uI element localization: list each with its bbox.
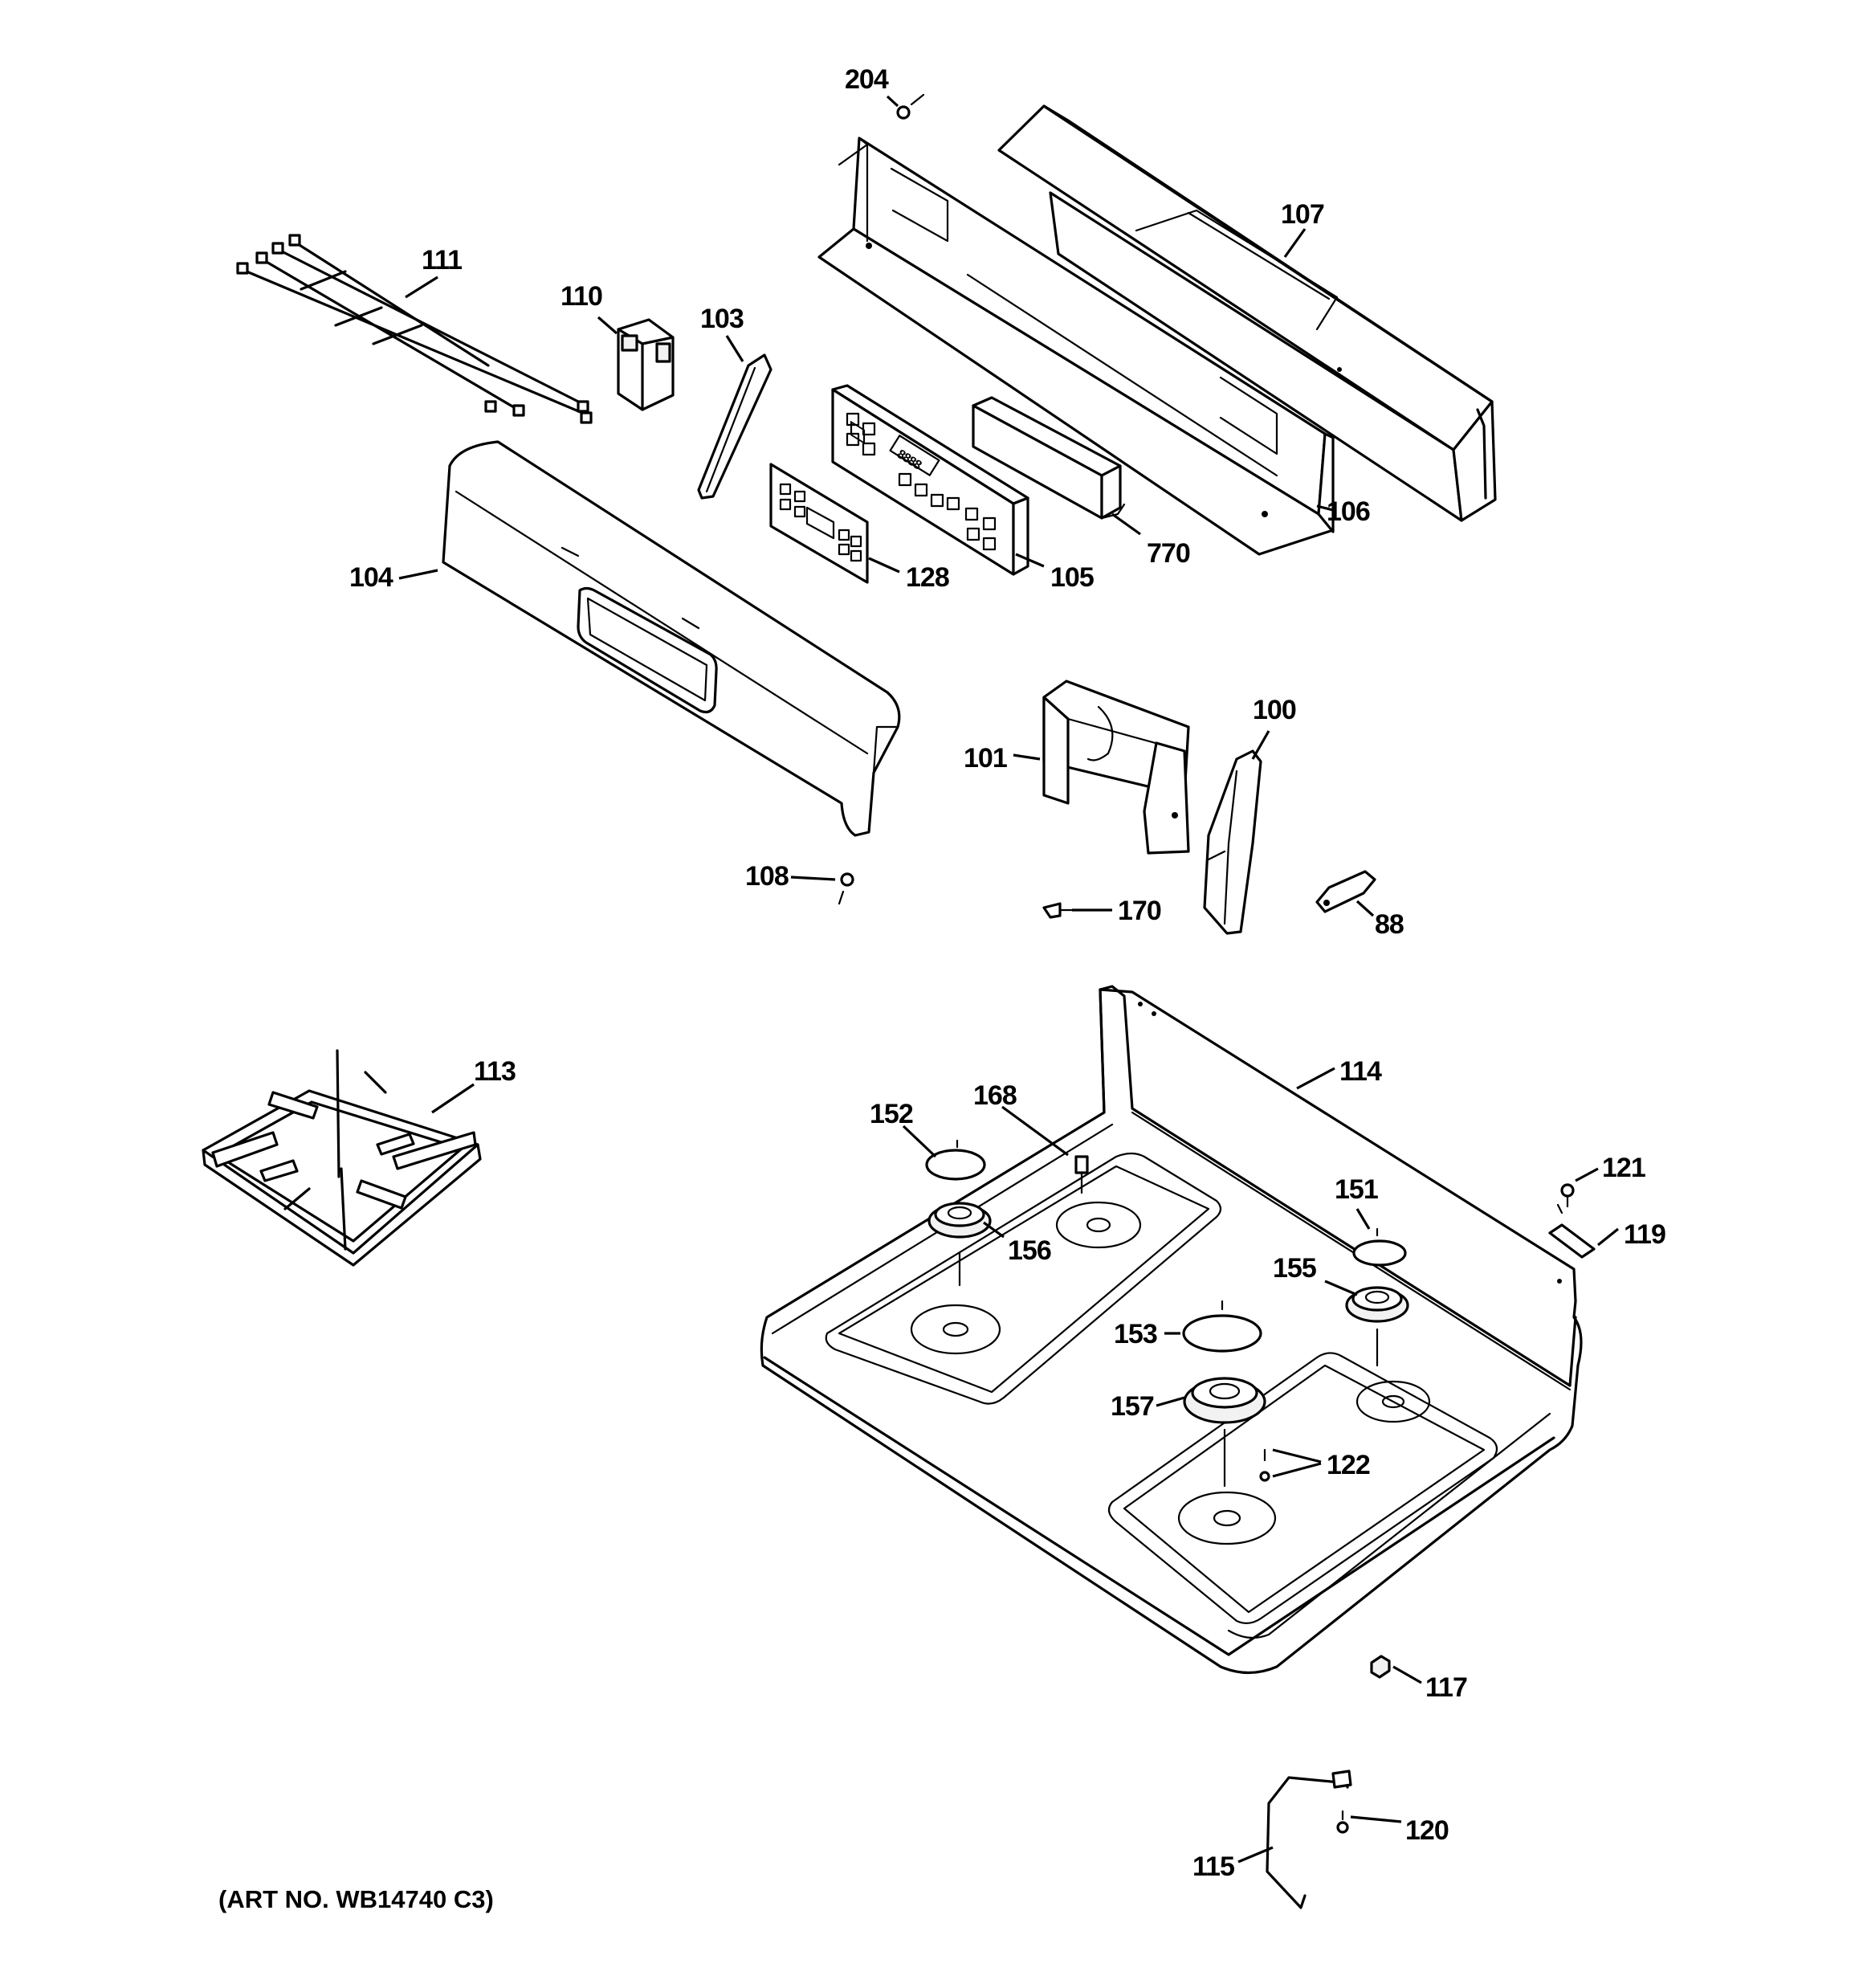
- part-107-rear-cover[interactable]: [997, 104, 1497, 522]
- part-101-manifold-cover[interactable]: [1042, 680, 1190, 855]
- label-88: 88: [1375, 909, 1404, 940]
- assembly-guides: [956, 1139, 1563, 1488]
- part-157-burner-head[interactable]: [1183, 1377, 1266, 1424]
- part-120-nut[interactable]: [1336, 1810, 1349, 1834]
- part-119-bracket[interactable]: [1548, 1223, 1596, 1259]
- part-104-control-panel[interactable]: [442, 440, 901, 837]
- label-103: 103: [700, 304, 744, 334]
- part-117-nut[interactable]: [1370, 1655, 1391, 1679]
- part-122-screws[interactable]: [1259, 1448, 1270, 1482]
- label-106: 106: [1327, 496, 1370, 527]
- part-151-burner-cap[interactable]: [1352, 1239, 1407, 1267]
- part-121-screw[interactable]: [1560, 1183, 1575, 1208]
- label-151: 151: [1335, 1174, 1378, 1205]
- label-121: 121: [1602, 1153, 1645, 1183]
- part-labels: 204 107 111 110 103 106 770 104 128 105 …: [349, 64, 1666, 1882]
- burner-hole-left-front: [910, 1304, 1001, 1355]
- part-770-bracket[interactable]: [972, 396, 1126, 520]
- label-104: 104: [349, 562, 393, 593]
- part-156-burner-head[interactable]: [927, 1202, 992, 1239]
- label-120: 120: [1405, 1815, 1449, 1846]
- label-152: 152: [870, 1099, 913, 1129]
- part-115-rod[interactable]: [1266, 1770, 1352, 1909]
- label-108: 108: [745, 861, 789, 892]
- part-168-orifice[interactable]: [1074, 1155, 1089, 1194]
- label-156: 156: [1008, 1235, 1051, 1266]
- part-88-bracket[interactable]: [1315, 870, 1376, 913]
- label-117: 117: [1425, 1672, 1467, 1703]
- label-128: 128: [906, 562, 949, 593]
- part-152-burner-cap[interactable]: [925, 1149, 986, 1181]
- part-113-burner-grate[interactable]: [202, 1049, 482, 1267]
- label-114: 114: [1339, 1056, 1382, 1087]
- label-110: 110: [561, 281, 602, 312]
- label-105: 105: [1050, 562, 1094, 593]
- screw-108[interactable]: [838, 872, 854, 905]
- screw-204[interactable]: [838, 93, 925, 166]
- label-100: 100: [1253, 695, 1296, 725]
- label-111: 111: [422, 245, 462, 276]
- burner-hole-right-rear: [1355, 1380, 1431, 1423]
- part-100-side-trim[interactable]: [1203, 749, 1262, 935]
- label-107: 107: [1281, 199, 1324, 230]
- part-111-wire-harness[interactable]: [236, 234, 593, 424]
- label-119: 119: [1624, 1219, 1665, 1250]
- part-105-control-board[interactable]: 8888: [831, 384, 1029, 576]
- part-128-keypad-overlay[interactable]: [769, 463, 869, 584]
- label-770: 770: [1147, 538, 1190, 569]
- leader-lines: [398, 95, 1619, 1863]
- part-155-burner-head[interactable]: [1345, 1286, 1409, 1323]
- label-204: 204: [845, 64, 889, 95]
- part-110-module[interactable]: [617, 318, 675, 411]
- art-number: (ART NO. WB14740 C3): [218, 1885, 494, 1913]
- part-153-burner-cap[interactable]: [1182, 1314, 1262, 1353]
- part-106-backsplash-panel[interactable]: [817, 137, 1335, 556]
- label-113: 113: [474, 1056, 516, 1087]
- label-168: 168: [973, 1080, 1017, 1111]
- label-153: 153: [1114, 1319, 1157, 1349]
- label-122: 122: [1327, 1450, 1370, 1480]
- label-155: 155: [1273, 1253, 1316, 1284]
- burner-hole-left-rear: [1055, 1201, 1142, 1249]
- label-101: 101: [964, 743, 1007, 774]
- burner-hole-right-front: [1177, 1491, 1277, 1545]
- screw-170[interactable]: [1042, 902, 1074, 919]
- label-157: 157: [1111, 1391, 1154, 1422]
- part-103-trim-bracket[interactable]: [697, 353, 773, 500]
- label-170: 170: [1118, 896, 1161, 926]
- label-115: 115: [1192, 1851, 1234, 1882]
- part-114-cooktop[interactable]: [760, 985, 1583, 1675]
